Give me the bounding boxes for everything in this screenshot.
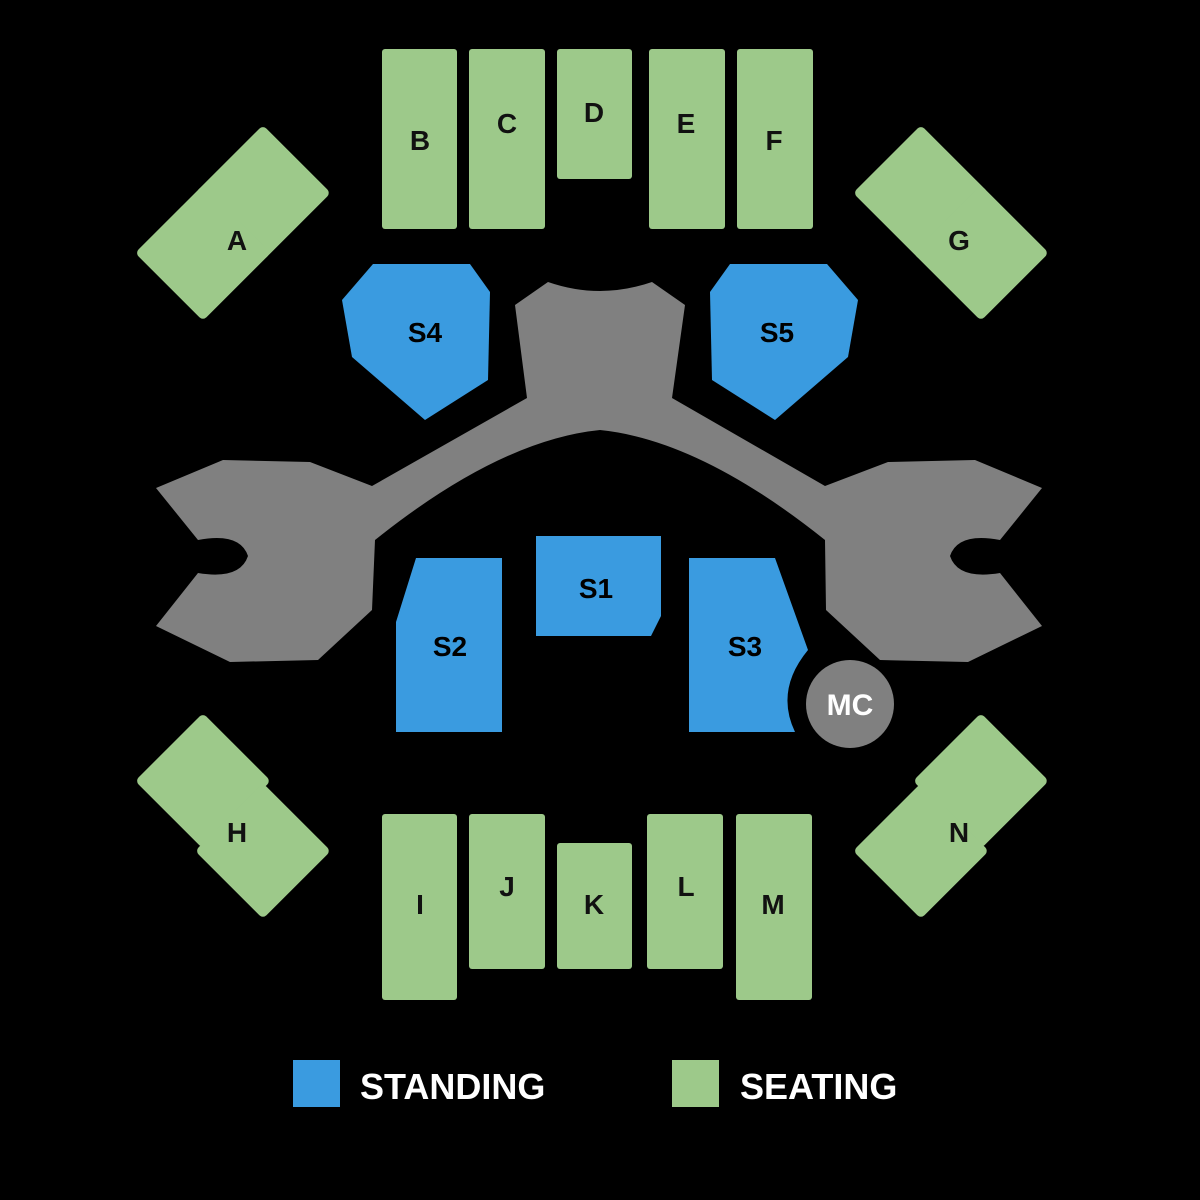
mc-stage[interactable] xyxy=(806,660,894,748)
legend-seating-label: SEATING xyxy=(740,1066,897,1107)
seating-section-b[interactable] xyxy=(382,49,457,229)
seating-section-f[interactable] xyxy=(737,49,813,229)
section-h-lower-block[interactable] xyxy=(195,783,331,919)
seating-section-m[interactable] xyxy=(736,814,812,1000)
section-a-lower-block[interactable] xyxy=(135,185,271,321)
seating-section-h[interactable] xyxy=(135,713,331,919)
seating-section-n[interactable] xyxy=(853,713,1049,919)
seating-section-c[interactable] xyxy=(469,49,545,229)
seating-section-k[interactable] xyxy=(557,843,632,969)
main-stage xyxy=(156,282,1042,662)
seating-section-d[interactable] xyxy=(557,49,632,179)
seating-section-l[interactable] xyxy=(647,814,723,969)
legend-standing-swatch xyxy=(293,1060,340,1107)
seating-section-j[interactable] xyxy=(469,814,545,969)
standing-section-s1[interactable] xyxy=(536,536,661,636)
legend-seating-swatch xyxy=(672,1060,719,1107)
section-n-lower-block[interactable] xyxy=(853,783,989,919)
seating-section-a[interactable] xyxy=(135,125,331,321)
standing-section-s2[interactable] xyxy=(396,558,502,732)
standing-section-s4[interactable] xyxy=(342,264,490,420)
seating-section-g[interactable] xyxy=(853,125,1049,321)
legend-standing-label: STANDING xyxy=(360,1066,545,1107)
seating-section-e[interactable] xyxy=(649,49,725,229)
seating-section-i[interactable] xyxy=(382,814,457,1000)
standing-section-s5[interactable] xyxy=(710,264,858,420)
section-g-lower-block[interactable] xyxy=(913,185,1049,321)
standing-section-s3[interactable] xyxy=(689,558,808,732)
